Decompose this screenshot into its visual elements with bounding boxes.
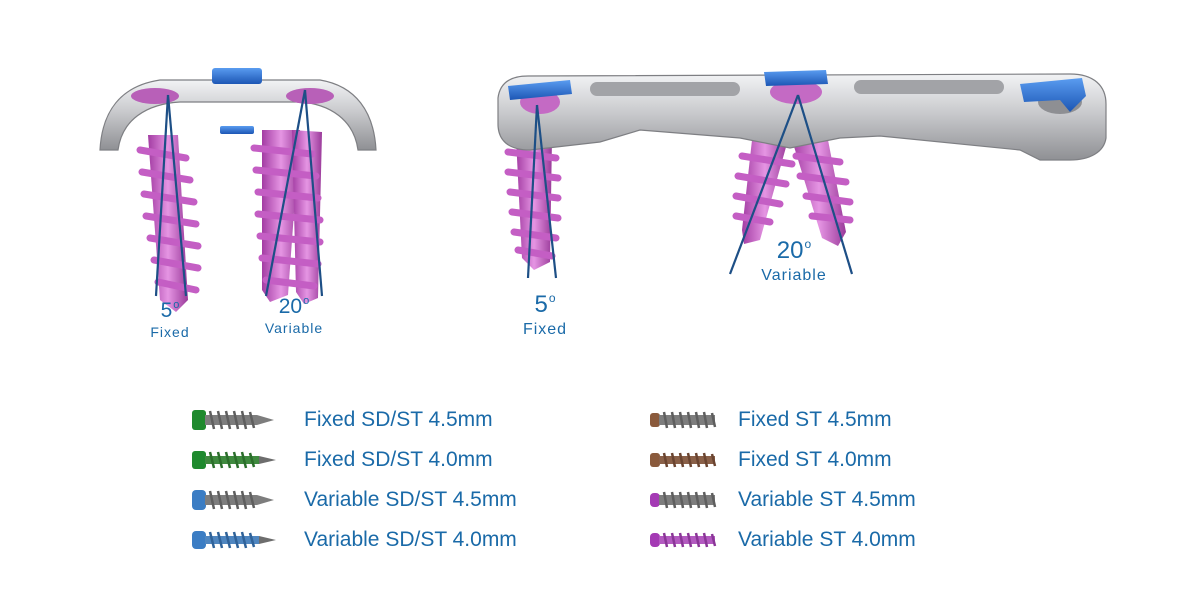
left-guide-lines bbox=[154, 89, 324, 297]
green-head-sd-screw-icon bbox=[192, 451, 276, 469]
right-lock-cap-center bbox=[764, 70, 828, 86]
left-variable-kind: Variable bbox=[264, 320, 324, 336]
legend-label: Fixed SD/ST 4.0mm bbox=[304, 448, 493, 471]
blue-head-sd-screw-icon bbox=[192, 490, 274, 510]
bronze-screw-icon bbox=[650, 452, 717, 468]
purple-head-screw-icon bbox=[650, 491, 717, 509]
legend-label: Fixed SD/ST 4.5mm bbox=[304, 408, 493, 431]
degree-mark: o bbox=[173, 299, 180, 311]
left-variable-screws bbox=[250, 130, 324, 304]
legend-label: Fixed ST 4.0mm bbox=[738, 448, 892, 471]
blue-head-sd-screw-icon bbox=[192, 531, 276, 549]
right-lock-cap-left bbox=[508, 80, 572, 100]
right-guide-lines bbox=[526, 94, 854, 279]
right-fixed-screw bbox=[504, 138, 562, 270]
left-plate-view bbox=[99, 68, 377, 312]
left-bottom-lock-cap bbox=[220, 126, 254, 134]
degree-mark: o bbox=[804, 237, 812, 251]
purple-screw-icon bbox=[650, 532, 717, 548]
right-variable-screws bbox=[732, 140, 854, 246]
right-fixed-kind: Fixed bbox=[522, 321, 568, 338]
legend-item: Fixed ST 4.5mm bbox=[648, 400, 892, 440]
legend-label: Variable SD/ST 4.5mm bbox=[304, 488, 517, 511]
degree-mark: o bbox=[303, 295, 310, 307]
legend-right-column: Fixed ST 4.5mm Fixed ST 4.0mm Variable S… bbox=[648, 400, 916, 560]
green-head-sd-screw-icon bbox=[192, 410, 274, 430]
legend-left-column: Fixed SD/ST 4.5mm Fixed SD/ST 4.0mm Vari… bbox=[190, 400, 517, 560]
left-top-lock-cap bbox=[212, 68, 262, 84]
right-variable-kind: Variable bbox=[761, 267, 827, 284]
bronze-screw-icon bbox=[650, 411, 717, 429]
right-variable-angle-value: 20 bbox=[776, 237, 804, 264]
right-lock-cap-right bbox=[1020, 78, 1086, 112]
legend-item: Variable SD/ST 4.5mm bbox=[190, 480, 517, 520]
left-variable-angle-label: 20o Variable bbox=[256, 295, 332, 336]
legend-item: Variable SD/ST 4.0mm bbox=[190, 520, 517, 560]
left-fixed-kind: Fixed bbox=[150, 324, 190, 340]
right-plate-view bbox=[497, 70, 1107, 279]
left-fixed-angle-label: 5o Fixed bbox=[140, 299, 200, 340]
left-fixed-angle-value: 5 bbox=[160, 299, 173, 322]
plate-screw-illustration bbox=[99, 68, 1107, 312]
left-fixed-screw bbox=[136, 135, 202, 312]
right-fixed-angle-label: 5o Fixed bbox=[512, 292, 578, 338]
legend-label: Variable SD/ST 4.0mm bbox=[304, 528, 517, 551]
legend-item: Variable ST 4.5mm bbox=[648, 480, 916, 520]
right-variable-angle-label: 20o Variable bbox=[748, 238, 840, 284]
legend-item: Variable ST 4.0mm bbox=[648, 520, 916, 560]
legend-item: Fixed SD/ST 4.5mm bbox=[190, 400, 493, 440]
legend-label: Variable ST 4.0mm bbox=[738, 528, 916, 551]
legend-item: Fixed SD/ST 4.0mm bbox=[190, 440, 493, 480]
left-variable-angle-value: 20 bbox=[278, 295, 303, 318]
legend-item: Fixed ST 4.0mm bbox=[648, 440, 892, 480]
legend-label: Fixed ST 4.5mm bbox=[738, 408, 892, 431]
right-fixed-angle-value: 5 bbox=[534, 291, 548, 318]
degree-mark: o bbox=[548, 291, 556, 305]
legend-label: Variable ST 4.5mm bbox=[738, 488, 916, 511]
